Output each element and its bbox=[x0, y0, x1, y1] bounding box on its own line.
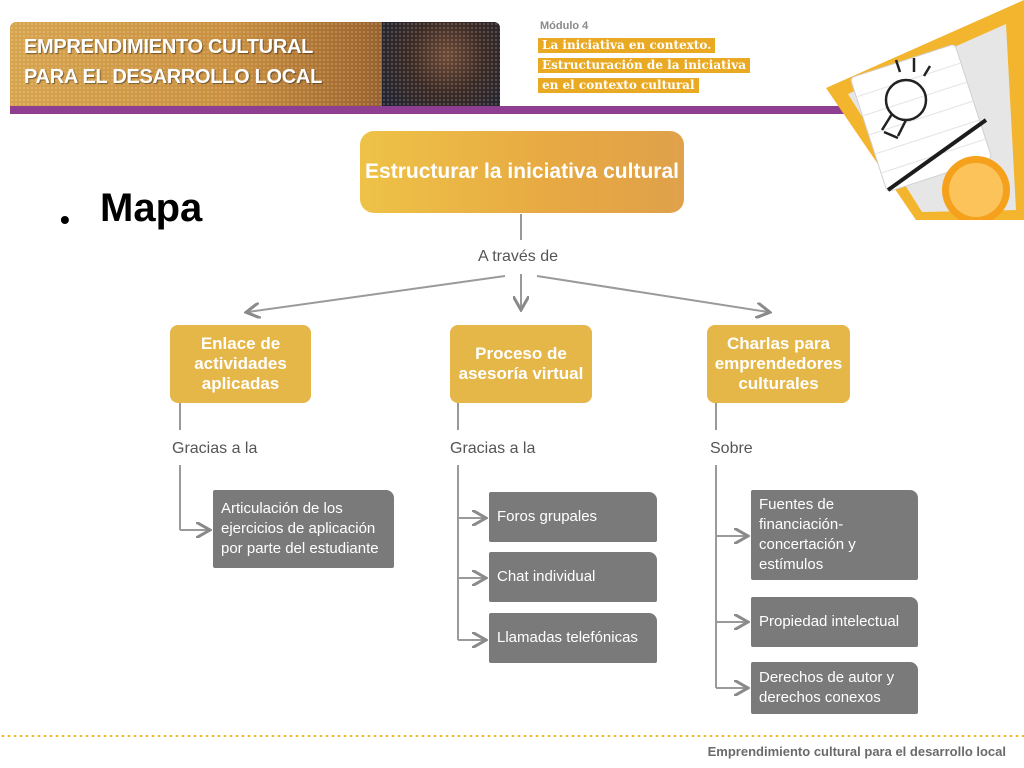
branch-2-item-3: Llamadas telefónicas bbox=[489, 613, 657, 663]
branch-3-item-1: Fuentes de financiación-concertación y e… bbox=[751, 490, 918, 580]
footer-text: Emprendimiento cultural para el desarrol… bbox=[707, 744, 1006, 759]
module-line-3: en el contexto cultural bbox=[538, 78, 699, 93]
root-connector-label: A través de bbox=[478, 248, 559, 265]
header-banner: EMPRENDIMIENTO CULTURAL PARA EL DESARROL… bbox=[10, 22, 500, 106]
lightbulb-notebook-illustration bbox=[826, 0, 1024, 220]
branch-3-item-2: Propiedad intelectual bbox=[751, 597, 918, 647]
module-label: Módulo 4 bbox=[540, 20, 589, 32]
module-line-1: La iniciativa en contexto. bbox=[538, 38, 716, 53]
branch-3-connector-label: Sobre bbox=[710, 440, 753, 457]
banner-title-line2: PARA EL DESARROLLO LOCAL bbox=[24, 66, 322, 88]
slide-heading: Mapa bbox=[100, 186, 203, 230]
lightbulb-icon bbox=[880, 58, 932, 140]
banner-title-line1: EMPRENDIMIENTO CULTURAL bbox=[24, 36, 314, 58]
root-node: Estructurar la iniciativa cultural bbox=[360, 131, 684, 213]
footer-divider bbox=[0, 734, 1024, 738]
branch-2-item-2: Chat individual bbox=[489, 552, 657, 602]
pen-icon bbox=[886, 118, 988, 192]
branch-2-item-1: Foros grupales bbox=[489, 492, 657, 542]
branch-1-item-1: Articulación de los ejercicios de aplica… bbox=[213, 490, 394, 568]
banner-photo bbox=[382, 22, 500, 106]
branch-3-item-3: Derechos de autor y derechos conexos bbox=[751, 662, 918, 714]
branch-2-connector-label: Gracias a la bbox=[450, 440, 536, 457]
branch-node-1: Enlace de actividades aplicadas bbox=[170, 325, 311, 403]
branch-node-3: Charlas para emprendedores culturales bbox=[707, 325, 850, 403]
bullet-icon: • bbox=[60, 204, 70, 235]
module-line-2: Estructuración de la iniciativa bbox=[538, 58, 750, 73]
header-divider bbox=[10, 106, 850, 114]
branch-node-2: Proceso de asesoría virtual bbox=[450, 325, 592, 403]
branch-1-connector-label: Gracias a la bbox=[172, 440, 258, 457]
